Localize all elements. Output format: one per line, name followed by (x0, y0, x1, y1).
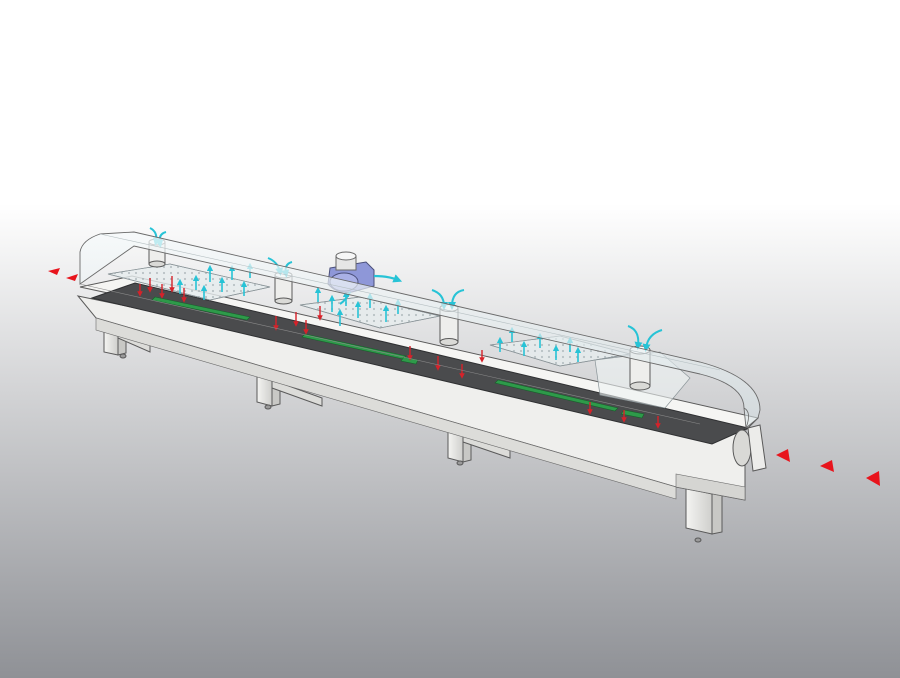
flow-direction-arrow-icon (776, 449, 790, 462)
flow-direction-arrow-icon (820, 460, 834, 472)
product-strip (620, 409, 645, 419)
flow-direction-arrow-icon (866, 471, 880, 486)
flow-direction-arrow-icon (66, 274, 78, 281)
product-strip (151, 296, 251, 321)
transparent-hood (79, 231, 761, 429)
flow-direction-markers (48, 268, 880, 486)
product-strip (494, 379, 619, 412)
belt-roller (732, 424, 767, 472)
hot-airflow-arrows (137, 276, 661, 429)
flow-direction-arrow-icon (48, 268, 60, 275)
